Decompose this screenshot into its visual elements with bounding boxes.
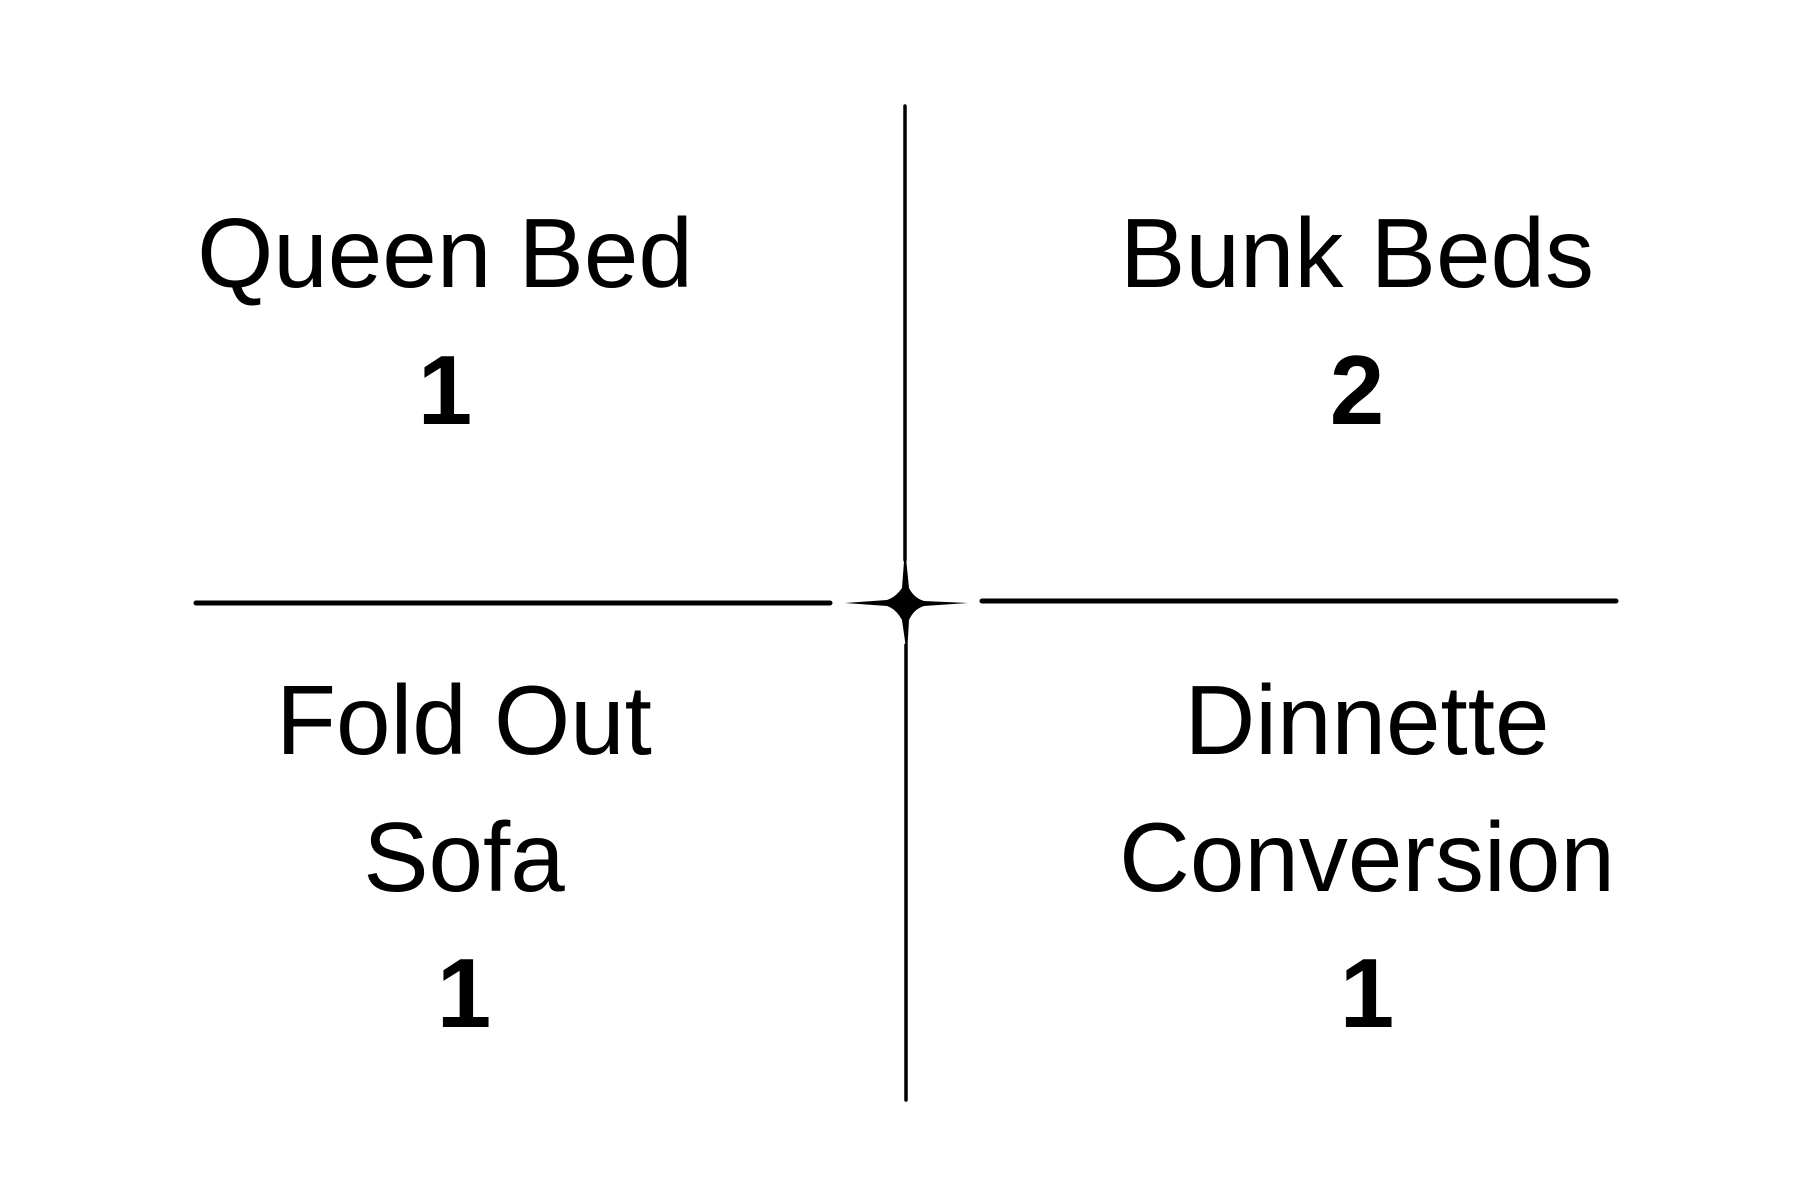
quadrant-label-line: Dinnette [1184, 665, 1550, 775]
quadrant-label-line: Queen Bed [197, 198, 693, 308]
quadrant-label-line: Sofa [363, 801, 565, 912]
center-star-icon [845, 548, 968, 655]
quadrant-label-line: Conversion [1119, 801, 1615, 912]
quadrant-label-line: Bunk Beds [1120, 198, 1594, 308]
quadrant-count: 1 [1339, 938, 1395, 1049]
quadrant-count: 1 [417, 334, 473, 445]
quadrant-dinnette-conversion: Dinnette Conversion 1 [1067, 652, 1667, 1062]
quadrant-label-line: Fold Out [276, 665, 652, 775]
quadrant-queen-bed: Queen Bed 1 [145, 185, 745, 458]
quadrant-count: 2 [1329, 334, 1385, 445]
quadrant-count: 1 [436, 938, 492, 1049]
quadrant-fold-out-sofa: Fold Out Sofa 1 [164, 652, 764, 1062]
quadrant-bunk-beds: Bunk Beds 2 [1057, 185, 1657, 458]
